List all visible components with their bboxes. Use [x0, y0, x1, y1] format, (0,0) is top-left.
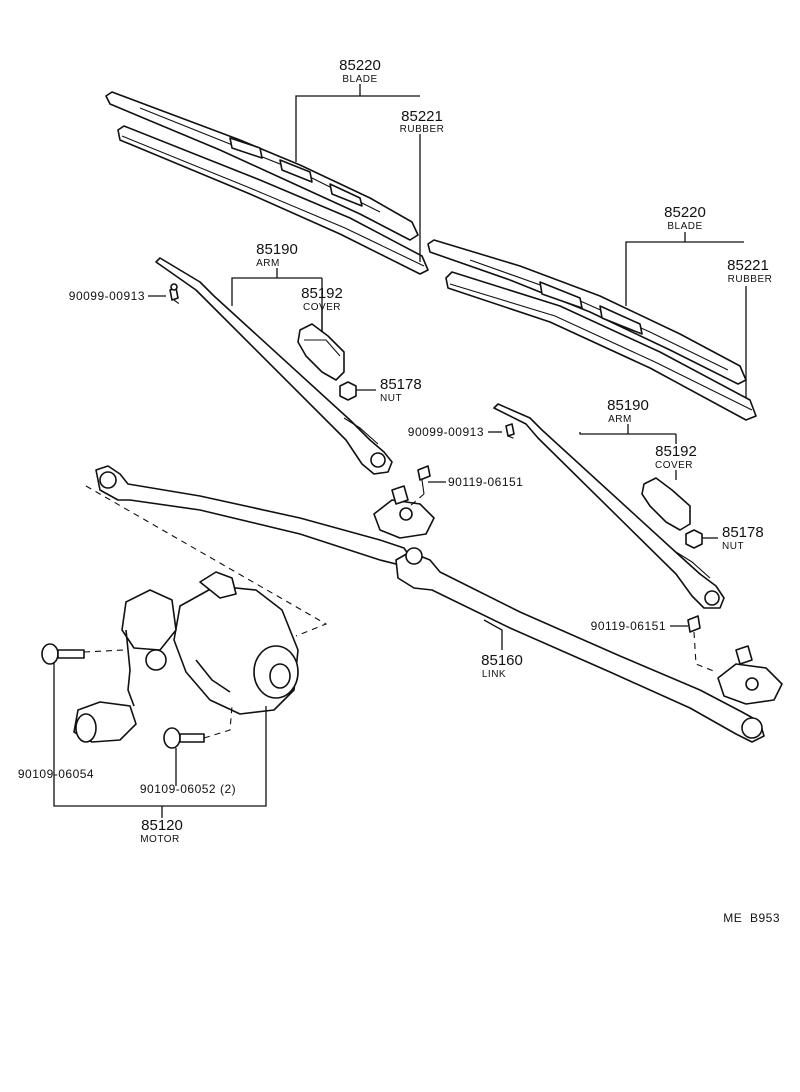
callout-screw-left: 90099-00913 [69, 289, 145, 303]
cover-right-part [641, 477, 691, 531]
rubber-left-number: 85221 [401, 108, 443, 125]
rubber-right-number: 85221 [727, 257, 769, 274]
callout-nut-left: 85178 NUT [380, 376, 422, 404]
alignment-dashed-lines [83, 299, 717, 739]
nut-left-number: 85178 [380, 376, 422, 393]
blade-left-name: BLADE [342, 74, 377, 85]
wiper-blade-right [427, 239, 747, 385]
rubber-left-name: RUBBER [400, 124, 445, 135]
wiper-motor [121, 571, 299, 715]
callout-cover-right: 85192 COVER [655, 443, 697, 471]
wiper-arm-right [493, 403, 725, 609]
wiper-arm-left [155, 257, 393, 475]
callout-motor: 85120 MOTOR [140, 817, 183, 845]
link-rod-lower [395, 547, 765, 743]
nut-right-part [685, 529, 703, 549]
cover-left-number: 85192 [301, 285, 343, 302]
nut-left-part [339, 381, 357, 401]
nut-right-number: 85178 [722, 524, 764, 541]
screw-right-number: 90099-00913 [408, 425, 484, 439]
link-number: 85160 [481, 652, 523, 669]
callout-bolt-motor-left: 90109-06054 [18, 767, 94, 781]
blade-left-number: 85220 [339, 57, 381, 74]
callout-blade-right: 85220 BLADE [664, 204, 706, 232]
bolt-pivot-left-number: 90119-06151 [448, 475, 523, 489]
callout-screw-right: 90099-00913 [408, 425, 484, 439]
leader-lines [53, 84, 747, 818]
callout-blade-left: 85220 BLADE [339, 57, 381, 85]
cover-left-part [297, 323, 345, 381]
screw-left-number: 90099-00913 [69, 289, 145, 303]
callout-cover-left: 85192 COVER [301, 285, 343, 313]
bolt-motor-left-part [41, 643, 85, 665]
link-name: LINK [482, 669, 506, 680]
diagram-reference-code: ME B953 [723, 911, 780, 925]
motor-connector [73, 629, 137, 743]
callout-rubber-left: 85221 RUBBER [400, 108, 445, 135]
blade-right-number: 85220 [664, 204, 706, 221]
cover-left-name: COVER [303, 302, 341, 313]
bolt-pivot-left-part [417, 465, 431, 495]
bolt-motor-left-number: 90109-06054 [18, 767, 94, 781]
pivot-right [717, 645, 783, 705]
motor-name: MOTOR [140, 834, 180, 845]
cover-right-name: COVER [655, 460, 693, 471]
blade-right-name: BLADE [667, 221, 702, 232]
arm-left-number: 85190 [256, 241, 298, 258]
wiper-rubber-left [117, 125, 429, 275]
screw-right-part [505, 423, 515, 437]
link-rod-upper [95, 465, 413, 567]
wiper-blade-left [105, 91, 419, 241]
cover-right-number: 85192 [655, 443, 697, 460]
wiper-rubber-right [445, 271, 757, 421]
callout-bolt-motor-right: 90109-06052 (2) [140, 782, 236, 796]
nut-left-name: NUT [380, 393, 402, 404]
nut-right-name: NUT [722, 541, 744, 552]
screw-left-part [169, 283, 179, 301]
bolt-motor-right-part [163, 727, 205, 749]
rubber-right-name: RUBBER [728, 274, 773, 285]
callout-bolt-pivot-right: 90119-06151 [591, 619, 666, 633]
callout-nut-right: 85178 NUT [722, 524, 764, 552]
callout-link: 85160 LINK [481, 652, 523, 680]
callout-bolt-pivot-left: 90119-06151 [448, 475, 523, 489]
callout-arm-right: 85190 ARM [607, 397, 649, 425]
arm-right-name: ARM [608, 414, 632, 425]
pivot-left [373, 485, 435, 539]
motor-number: 85120 [141, 817, 183, 834]
bolt-pivot-right-number: 90119-06151 [591, 619, 666, 633]
bolt-motor-right-number: 90109-06052 (2) [140, 782, 236, 796]
arm-left-name: ARM [256, 258, 280, 269]
bolt-pivot-right-part [687, 615, 701, 633]
callout-rubber-right: 85221 RUBBER [727, 257, 772, 285]
arm-right-number: 85190 [607, 397, 649, 414]
callout-arm-left: 85190 ARM [256, 241, 298, 269]
